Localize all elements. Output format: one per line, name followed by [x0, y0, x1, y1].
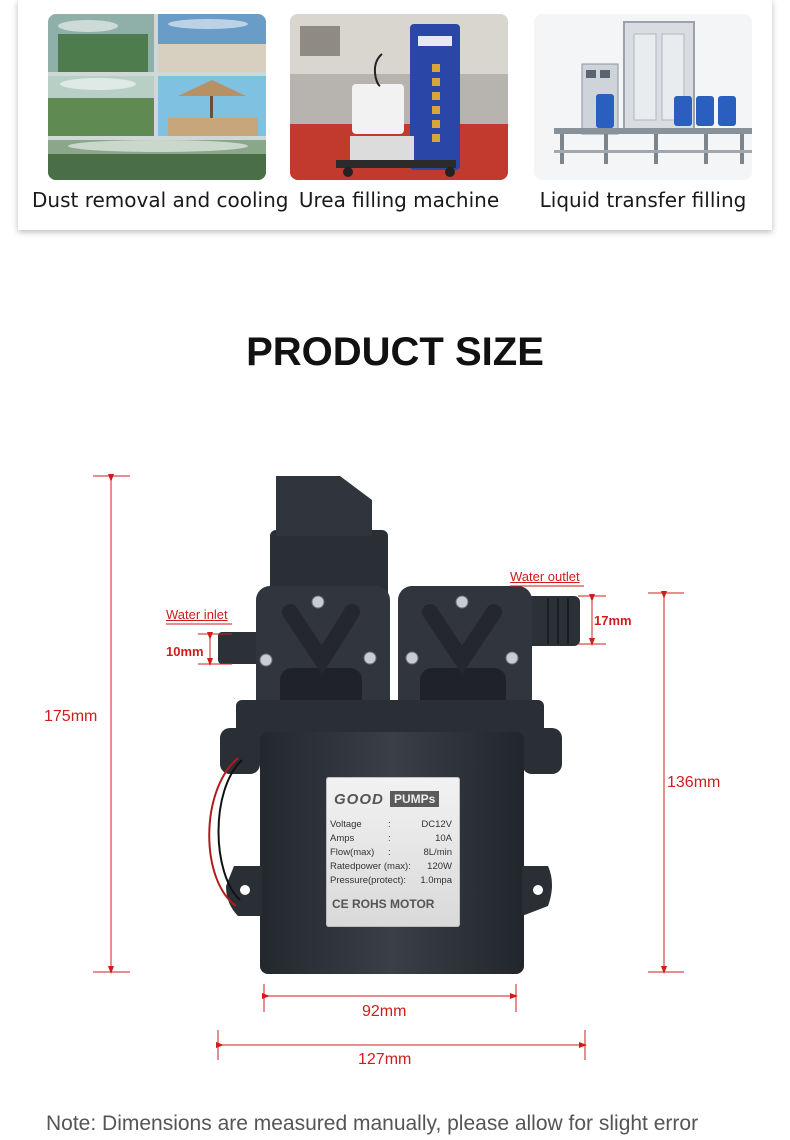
application-label: Dust removal and cooling: [32, 188, 289, 212]
mist-cooling-image: [48, 14, 266, 180]
total-height-label: 175mm: [44, 708, 98, 725]
dimension-lines: [93, 474, 684, 1060]
pump-dimension-diagram: [93, 474, 684, 1060]
plate-brand-badge: PUMPs: [390, 791, 440, 807]
measurement-note: Note: Dimensions are measured manually, …: [46, 1112, 699, 1135]
inlet-diameter-label: 10mm: [166, 644, 204, 659]
applications-card: Dust removal and cooling U: [18, 0, 772, 230]
total-width-label: 127mm: [358, 1051, 412, 1068]
spec-plate: GOOD PUMPs Voltage:DC12V Amps:10A Flow(m…: [326, 777, 460, 927]
application-label: Liquid transfer filling: [539, 188, 747, 212]
body-height-label: 136mm: [667, 774, 721, 791]
page-title: PRODUCT SIZE: [246, 330, 544, 374]
plate-brand: GOOD: [334, 791, 384, 808]
liquid-transfer-image: [534, 14, 752, 180]
urea-filling-image: [290, 14, 508, 180]
application-label: Urea filling machine: [298, 188, 500, 212]
water-inlet-label: Water inlet: [166, 607, 228, 622]
outlet-diameter-label: 17mm: [594, 613, 632, 628]
water-outlet-label: Water outlet: [510, 569, 580, 584]
plate-certification: CE ROHS MOTOR: [332, 897, 435, 911]
body-width-label: 92mm: [362, 1003, 407, 1020]
